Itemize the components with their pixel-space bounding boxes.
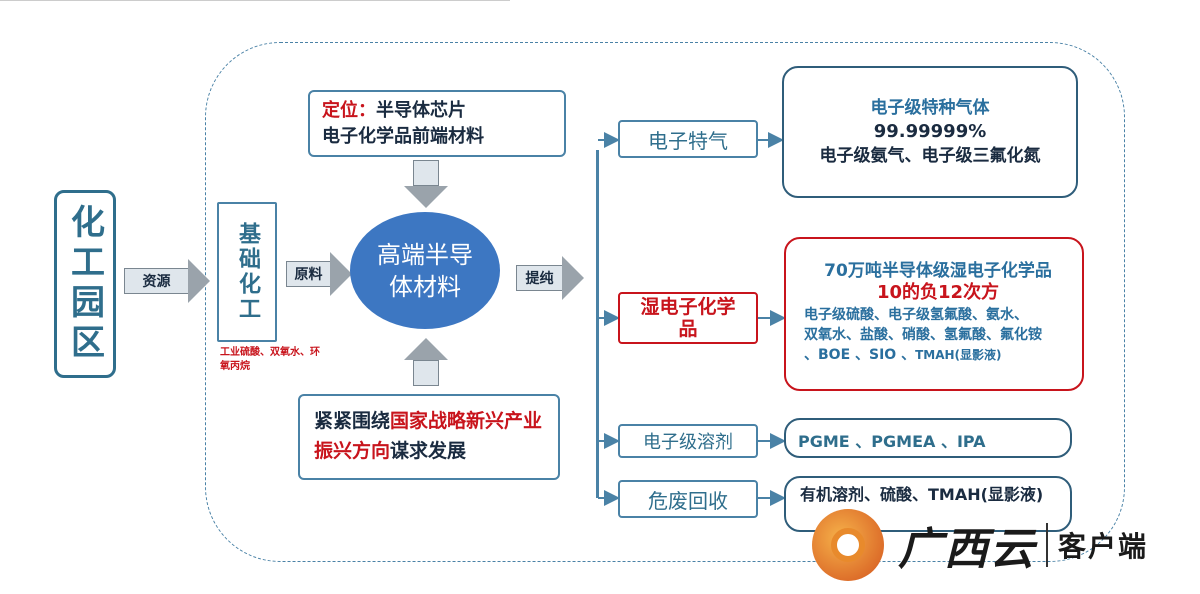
detail-electronic-gas: 电子级特种气体 99.99999% 电子级氨气、电子级三氟化氮	[782, 66, 1078, 198]
wet-spec-d: 次方	[963, 282, 1000, 303]
brand-logo-icon	[812, 509, 884, 581]
category-wet-label: 湿电子化学品	[640, 296, 736, 340]
positioning-colon: ：	[358, 100, 376, 121]
wet-spec-a: 10	[876, 282, 902, 303]
watermark: 广西云 客户端	[812, 496, 1200, 594]
connector-arrows	[598, 132, 786, 506]
raw-material-label: 原料	[286, 261, 330, 287]
detail-solvent: PGME 、PGMEA 、IPA	[784, 418, 1072, 458]
category-wet-chemicals: 湿电子化学品	[618, 292, 758, 344]
gas-purity: 99.99999%	[873, 121, 987, 142]
basic-chemical-box: 基础化工	[217, 202, 277, 342]
focus-part2: 国家战略新兴产业振兴方向	[314, 410, 543, 462]
wet-line1: 电子级硫酸、电子级氢氟酸、氨水、	[804, 307, 1028, 323]
positioning-prefix: 定位	[322, 100, 358, 121]
high-end-semiconductor-materials: 高端半导体材料	[350, 212, 500, 329]
wet-line2: 双氧水、盐酸、硝酸、氢氟酸、氟化铵	[804, 327, 1042, 343]
center-label: 高端半导体材料	[377, 240, 473, 301]
gas-title: 电子级特种气体	[870, 98, 990, 118]
brand-name: 广西云	[898, 524, 1036, 575]
wet-spec-c: 12	[938, 282, 964, 303]
positioning-line1: 半导体芯片	[376, 100, 466, 121]
category-solvent: 电子级溶剂	[618, 424, 758, 458]
down-arrow	[404, 160, 448, 208]
purify-arrow: 提纯	[516, 256, 584, 300]
brand-separator	[1046, 523, 1048, 567]
detail-wet-chemicals: 70万吨半导体级湿电子化学品 10的负12次方 电子级硫酸、电子级氢氟酸、氨水、…	[784, 237, 1084, 391]
client-label: 客户端	[1058, 530, 1149, 563]
branch-line	[596, 150, 599, 498]
up-arrow	[404, 338, 448, 386]
wet-line3a: 、BOE 、SIO 、	[804, 347, 916, 363]
wet-spec-b: 的负	[902, 282, 938, 303]
purify-label: 提纯	[516, 265, 562, 291]
category-electronic-gas: 电子特气	[618, 120, 758, 158]
gas-items: 电子级氨气、电子级三氟化氮	[819, 146, 1041, 166]
category-hazard-recycling: 危废回收	[618, 480, 758, 518]
raw-material-arrow: 原料	[286, 252, 352, 296]
positioning-line2: 电子化学品前端材料	[322, 126, 484, 147]
top-divider	[0, 0, 510, 1]
wet-title: 70万吨半导体级湿电子化学品	[824, 261, 1052, 281]
resources-arrow: 资源	[124, 259, 210, 303]
chemical-park-box: 化工园区	[54, 190, 116, 378]
basic-chemical-note: 工业硫酸、双氧水、环氧丙烷	[220, 347, 320, 372]
positioning-box: 定位：半导体芯片 电子化学品前端材料	[308, 90, 566, 157]
chemical-park-label: 化工园区	[64, 204, 105, 364]
focus-part3: 谋求发展	[390, 440, 467, 462]
development-focus-box: 紧紧围绕国家战略新兴产业振兴方向谋求发展	[298, 394, 560, 480]
basic-chemical-label: 基础化工	[235, 222, 260, 322]
resources-label: 资源	[124, 268, 188, 294]
focus-part1: 紧紧围绕	[314, 410, 391, 432]
wet-line3b: TMAH(显影液)	[915, 348, 1002, 362]
